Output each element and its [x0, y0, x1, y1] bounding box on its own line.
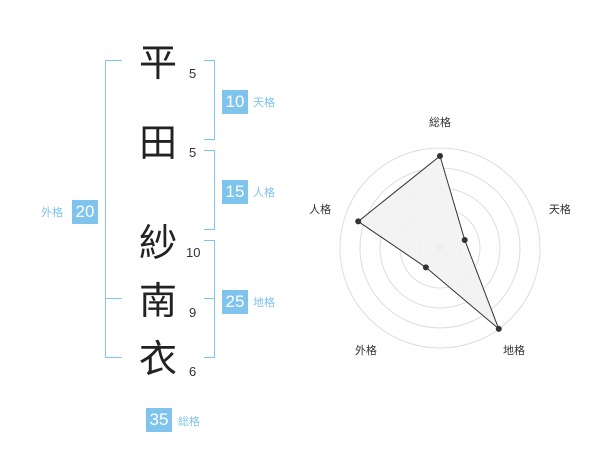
gaikaku-label: 外格	[41, 206, 63, 219]
radar-ring-5	[339, 147, 541, 349]
radar-axis-label-2: 地格	[503, 343, 525, 357]
gaikaku-bracket	[105, 60, 122, 358]
jinkaku-bracket	[204, 150, 215, 230]
jinkaku-value-badge: 15	[222, 180, 248, 204]
tenkaku-bracket	[204, 60, 215, 140]
chikaku-label: 地格	[253, 296, 275, 309]
name-char-sa: 紗	[138, 221, 177, 265]
radar-point-2	[495, 325, 502, 332]
tenkaku-value-badge: 10	[222, 90, 248, 114]
radar-point-3	[422, 264, 429, 271]
radar-axis-label-0: 総格	[429, 115, 451, 129]
radar-point-1	[461, 236, 468, 243]
radar-point-0	[437, 153, 443, 159]
stroke-count-sa: 10	[186, 245, 201, 260]
soukaku-label: 総格	[178, 415, 200, 428]
gaikaku-value-badge: 20	[72, 200, 98, 224]
radar-axis-label-3: 外格	[355, 343, 377, 357]
name-char-na: 南	[138, 279, 177, 323]
stroke-count-i: 6	[189, 364, 197, 379]
name-char-i: 衣	[138, 337, 177, 381]
tenkaku-label: 天格	[253, 96, 275, 109]
stroke-count-na: 9	[189, 305, 197, 320]
chikaku-bracket-tick	[204, 298, 215, 299]
stroke-count-ta: 5	[189, 145, 197, 160]
stroke-count-hira: 5	[189, 66, 197, 81]
radar-axis-label-4: 人格	[309, 202, 331, 216]
jinkaku-label: 人格	[253, 186, 275, 199]
chikaku-bracket	[204, 240, 215, 358]
name-char-hira: 平	[138, 41, 177, 85]
gaikaku-bracket-tick	[105, 298, 122, 299]
chikaku-value-badge: 25	[222, 290, 248, 314]
soukaku-value-badge: 35	[146, 408, 172, 432]
name-char-ta: 田	[138, 121, 177, 165]
radar-series-polygon	[357, 155, 500, 330]
radar-point-4	[355, 218, 362, 225]
radar-axis-label-1: 天格	[549, 202, 571, 216]
